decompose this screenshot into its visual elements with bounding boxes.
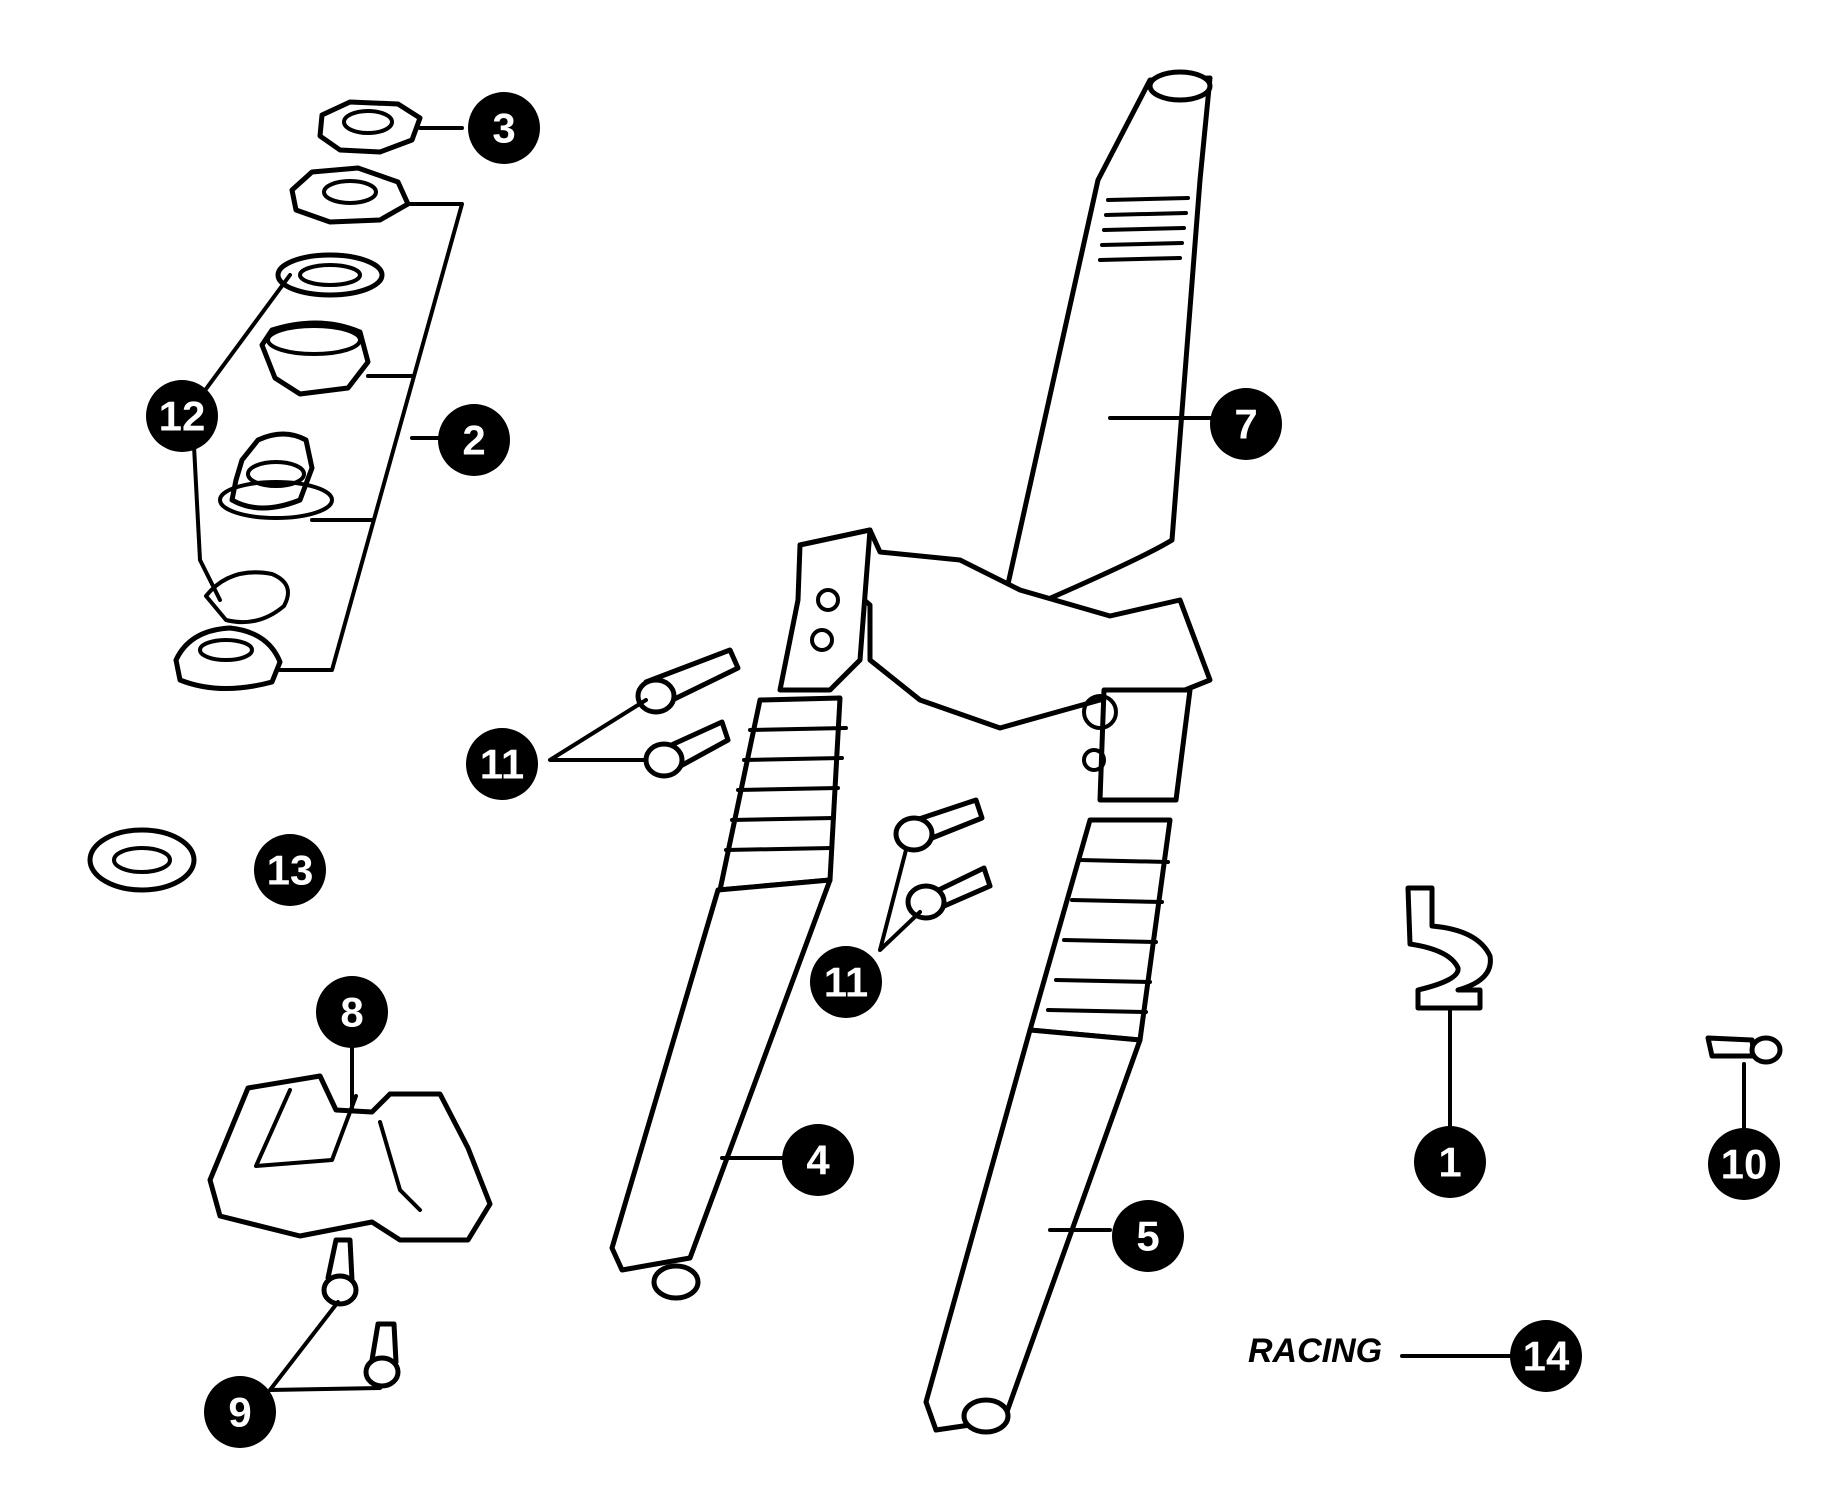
fork-leg-leader-lines [720,1156,1112,1232]
callout-14: 14 [1510,1320,1582,1392]
svg-text:2: 2 [462,417,485,464]
svg-text:1: 1 [1438,1139,1461,1186]
part-2-top-cup [289,165,411,225]
part-9-fender-bolts [268,1237,401,1392]
callout-1: 1 [1414,1126,1486,1198]
callout-7: 7 [1210,388,1282,460]
part-2-lower-race [218,431,334,520]
part-7-steerer-tube [997,69,1218,623]
part-8-fender [207,1032,493,1243]
part-1-bracket [1405,885,1493,1132]
callout-3: 3 [468,92,540,164]
part-11-crown-bolts-left [548,647,741,779]
fork-crown [797,527,1213,731]
part-12-lower-bearing [204,570,290,625]
svg-text:9: 9 [228,1389,251,1436]
svg-text:10: 10 [1721,1141,1768,1188]
svg-text:14: 14 [1523,1333,1570,1380]
callout-10: 10 [1708,1128,1780,1200]
svg-text:5: 5 [1136,1213,1159,1260]
part-13-washer [87,827,197,893]
svg-text:12: 12 [159,393,206,440]
svg-text:4: 4 [806,1137,830,1184]
callout-11a: 11 [466,728,538,800]
callout-11b: 11 [810,946,882,1018]
svg-text:3: 3 [492,105,515,152]
svg-text:8: 8 [340,989,363,1036]
part-12-upper-bearing [275,252,385,298]
part-4-left-fork-leg [609,527,873,1301]
callout-9: 9 [204,1376,276,1448]
callout-5: 5 [1112,1200,1184,1272]
part-5-right-fork-leg [923,687,1193,1435]
decal-text: RACING [1248,1332,1382,1370]
part-11-crown-bolts-right [878,797,993,952]
svg-text:7: 7 [1234,401,1257,448]
callout-4: 4 [782,1124,854,1196]
part-10-screw [1705,1035,1783,1132]
callout-8: 8 [316,976,388,1048]
part-3-locknut [317,99,423,155]
svg-text:11: 11 [824,959,868,1006]
callout-12: 12 [146,380,218,452]
callout-2: 2 [438,404,510,476]
callout-13: 13 [254,834,326,906]
svg-text:11: 11 [480,741,524,788]
part-2-crown-race [173,625,283,691]
part-14-decal: RACING [1248,1332,1516,1370]
svg-text:13: 13 [267,847,314,894]
part-2-upper-race [259,320,371,397]
